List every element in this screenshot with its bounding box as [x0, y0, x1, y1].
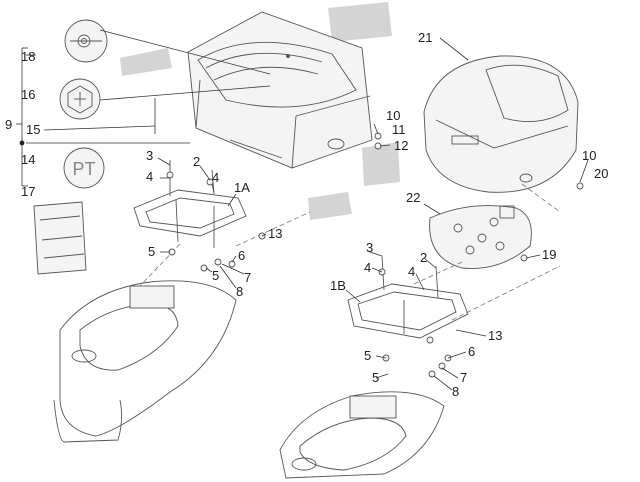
- label-4-left-a: 4: [146, 169, 153, 184]
- label-13-left: 13: [268, 226, 282, 241]
- label-18: 18: [21, 49, 35, 64]
- label-3-left: 3: [146, 148, 153, 163]
- label-5-left-a: 5: [148, 244, 155, 259]
- scooter-left: [53, 280, 237, 443]
- label-5-right-b: 5: [372, 370, 379, 385]
- label-5-right-a: 5: [364, 348, 371, 363]
- pt-badge-icon: PT: [63, 147, 105, 189]
- label-8-right: 8: [452, 384, 459, 399]
- label-10-top: 10: [386, 108, 400, 123]
- label-16: 16: [21, 87, 35, 102]
- label-10-right: 10: [582, 148, 596, 163]
- label-7-right: 7: [460, 370, 467, 385]
- background-strips: [120, 2, 400, 220]
- label-9: 9: [5, 117, 12, 132]
- label-3-right: 3: [366, 240, 373, 255]
- label-22: 22: [406, 190, 420, 205]
- label-12: 12: [394, 138, 408, 153]
- label-17: 17: [21, 184, 35, 199]
- leader-lines: [26, 29, 589, 391]
- label-15: 15: [26, 122, 40, 137]
- label-2-right: 2: [420, 250, 427, 265]
- label-2-left: 2: [193, 154, 200, 169]
- label-4-right-a: 4: [364, 260, 371, 275]
- pipe-plug-icon: [64, 19, 108, 63]
- kit-bracket: [16, 47, 28, 187]
- label-19: 19: [542, 247, 556, 262]
- label-1a: 1A: [234, 180, 250, 195]
- label-4-right-b: 4: [408, 264, 415, 279]
- document-pouch-icon: [33, 201, 87, 275]
- rack-1b: [347, 255, 469, 339]
- top-case-exploded: [187, 11, 373, 169]
- label-13-right: 13: [488, 328, 502, 343]
- fasteners: [166, 132, 584, 378]
- label-21: 21: [418, 30, 432, 45]
- scooter-right: [279, 391, 445, 479]
- label-14: 14: [21, 152, 35, 167]
- label-7-left: 7: [244, 270, 251, 285]
- label-4-left-b: 4: [212, 170, 219, 185]
- label-5-left-b: 5: [212, 268, 219, 283]
- top-case-21: [423, 55, 579, 193]
- label-6-left: 6: [238, 248, 245, 263]
- label-8-left: 8: [236, 284, 243, 299]
- logo-emblem-icon: [59, 78, 101, 120]
- label-20: 20: [594, 166, 608, 181]
- badge-text: PT: [72, 159, 95, 179]
- callout-labels: 18 16 9 15 14 17 3 4 2 4 1A 5 5 6 7 8 13…: [5, 30, 608, 399]
- mounting-plate-22: [429, 205, 532, 269]
- label-6-right: 6: [468, 344, 475, 359]
- label-11: 11: [392, 122, 406, 137]
- label-1b: 1B: [330, 278, 346, 293]
